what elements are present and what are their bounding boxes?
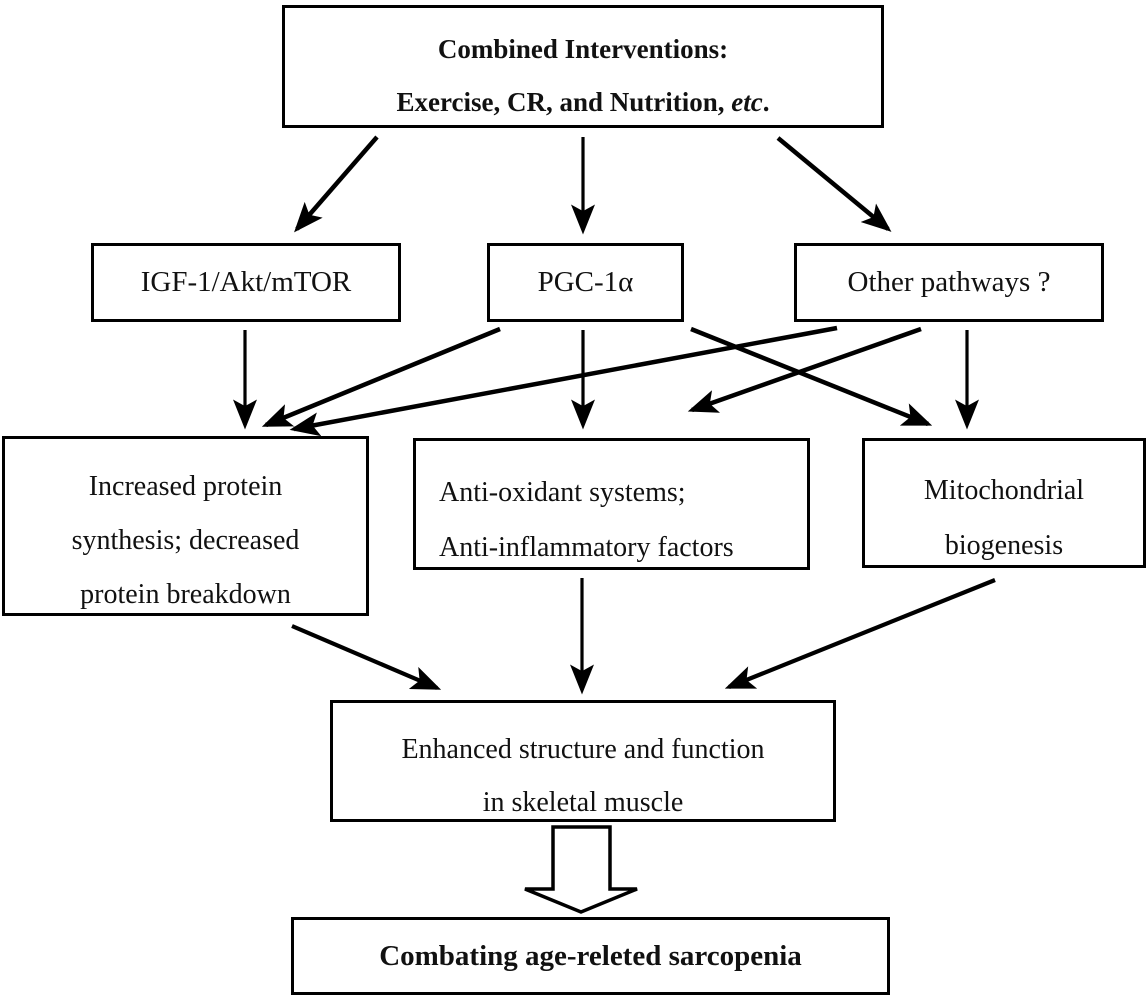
combating-label: Combating age-releted sarcopenia [379, 939, 802, 972]
enhanced-line1: Enhanced structure and function [401, 734, 765, 765]
arrow-other-to-protein [289, 325, 838, 437]
node-antioxidant-antiinflammatory: Anti-oxidant systems; Anti-inflammatory … [413, 438, 810, 570]
block-arrow-enhanced-to-combating [524, 825, 638, 914]
combined-line2: Exercise, CR, and Nutrition, etc. [396, 87, 770, 117]
node-other-pathways: Other pathways ? [794, 243, 1104, 322]
arrow-pgc-to-mito [690, 326, 933, 427]
antiox-line2: Anti-inflammatory factors [439, 532, 734, 563]
protein-line2: synthesis; decreased [71, 525, 300, 556]
node-pgc-1-alpha: PGC-1α [487, 243, 684, 322]
pgc-label: PGC-1α [537, 266, 634, 298]
arrow-mito-to-enhanced [724, 578, 996, 689]
arrow-combined-to-other [776, 136, 892, 232]
mito-line1: Mitochondrial [923, 475, 1085, 506]
node-combating-sarcopenia: Combating age-releted sarcopenia [291, 917, 890, 995]
node-igf-akt-mtor: IGF-1/Akt/mTOR [91, 243, 401, 322]
antiox-line1: Anti-oxidant systems; [439, 477, 686, 508]
arrow-protein-to-enhanced [291, 624, 442, 690]
enhanced-line2: in skeletal muscle [482, 787, 684, 818]
igf-label: IGF-1/Akt/mTOR [140, 266, 352, 298]
arrow-combined-to-igf [294, 135, 379, 233]
protein-line3: protein breakdown [80, 579, 291, 610]
protein-line1: Increased protein [88, 471, 283, 502]
arrow-pgc-to-protein [261, 326, 501, 428]
node-enhanced-skeletal-muscle: Enhanced structure and function in skele… [330, 700, 836, 822]
mito-line2: biogenesis [944, 530, 1064, 561]
node-combined-interventions: Combined Interventions: Exercise, CR, an… [282, 5, 884, 128]
node-mitochondrial-biogenesis: Mitochondrial biogenesis [862, 438, 1146, 568]
arrow-other-to-antiox [687, 326, 922, 413]
other-label: Other pathways ? [847, 266, 1051, 298]
combined-line1: Combined Interventions: [437, 34, 729, 64]
node-protein-synthesis-breakdown: Increased protein synthesis; decreased p… [2, 436, 369, 616]
